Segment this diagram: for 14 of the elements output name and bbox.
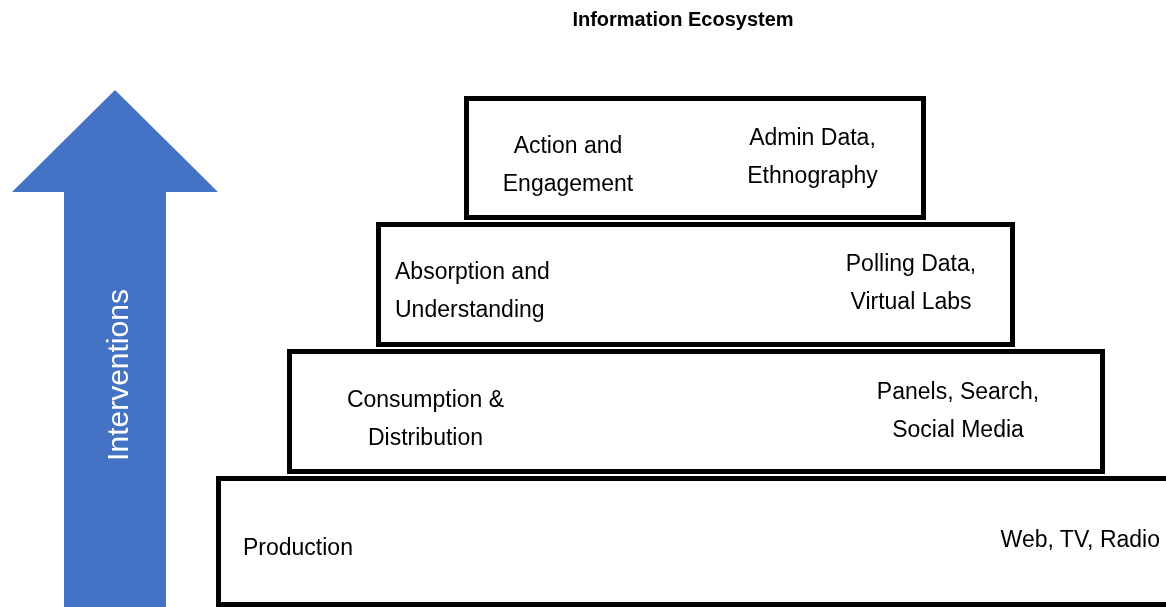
layer-box <box>287 349 1105 474</box>
layer-name: Action and Engagement <box>501 131 635 198</box>
layer-name: Absorption and Understanding <box>395 257 551 324</box>
layer-box <box>464 96 926 220</box>
arrow-label: Interventions <box>100 289 135 461</box>
layer-box <box>376 222 1015 347</box>
data-sources: Panels, Search, Social Media <box>875 377 1041 444</box>
diagram-title: Information Ecosystem <box>571 8 795 31</box>
layer-name: Consumption & Distribution <box>345 385 506 452</box>
data-sources: Admin Data, Ethnography <box>746 123 879 190</box>
layer-name: Production <box>243 533 354 562</box>
layer-box <box>216 476 1166 607</box>
data-sources: Web, TV, Radio <box>999 525 1160 554</box>
data-sources: Polling Data, Virtual Labs <box>844 249 978 316</box>
